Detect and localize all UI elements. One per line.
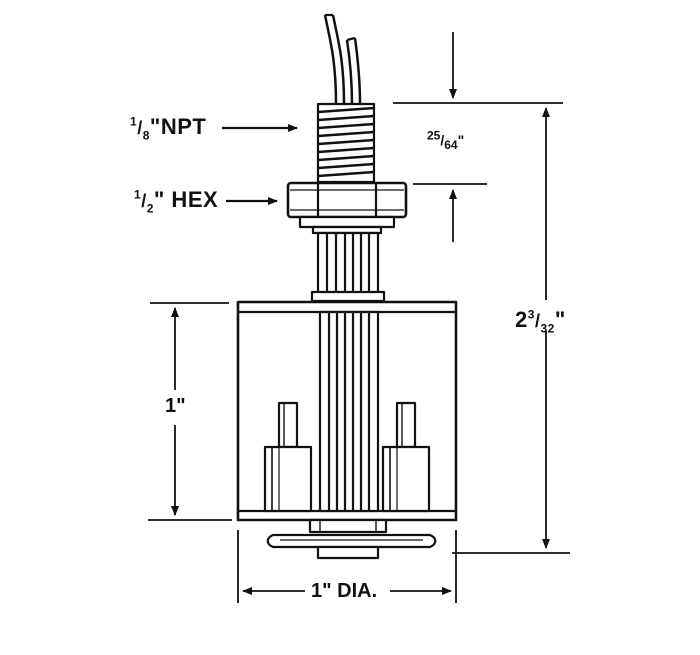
float-height-dimension (148, 302, 232, 521)
thread-length-dimension (393, 32, 563, 242)
bottom-retainer (266, 518, 437, 560)
float-height-label: 1" (163, 395, 188, 417)
upper-stem (310, 231, 386, 303)
inner-stem (318, 310, 380, 513)
left-post (263, 401, 313, 513)
collar (298, 215, 396, 235)
npt-thread (316, 102, 376, 184)
hex-nut (286, 181, 408, 219)
diameter-dimension (237, 530, 457, 603)
overall-height-label: 23/32" (513, 307, 568, 336)
overall-height-dimension (452, 107, 570, 554)
diameter-label: 1" DIA. (309, 580, 380, 602)
thread-length-label: 25/64" (427, 128, 465, 152)
npt-label: 1/8"NPT (130, 114, 207, 143)
lead-wires (323, 13, 362, 105)
hex-label: 1/2" HEX (134, 187, 219, 216)
right-post (381, 401, 431, 513)
